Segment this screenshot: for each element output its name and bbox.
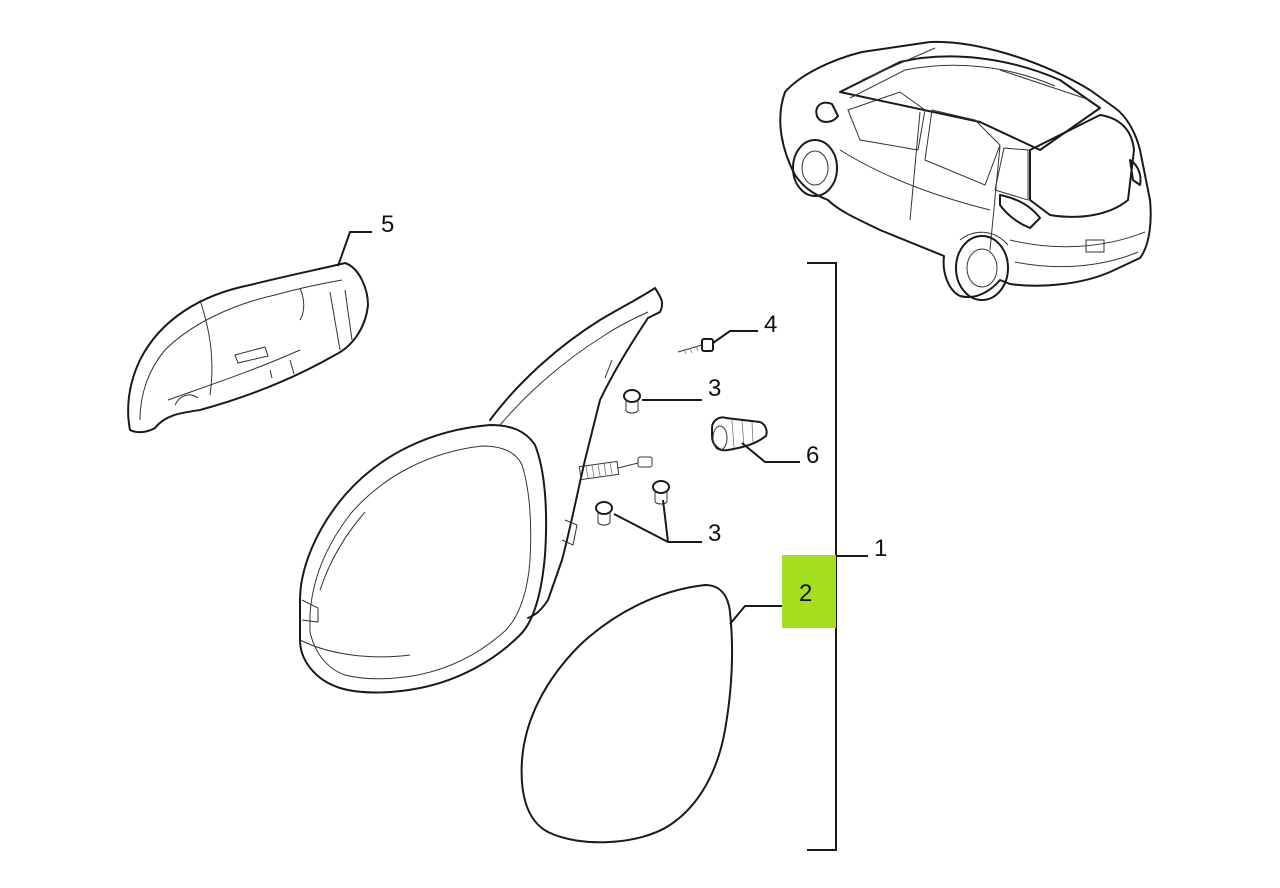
callout-1[interactable]: 1 [874, 535, 887, 562]
mirror-housing-part [299, 287, 664, 694]
mirror-glass-part [520, 584, 734, 844]
callout-4[interactable]: 4 [764, 311, 777, 338]
mirror-actuator [578, 456, 653, 481]
callout-3-top[interactable]: 3 [708, 375, 721, 402]
mirror-cover-part [127, 262, 369, 434]
car-illustration [779, 40, 1152, 301]
leader-5 [337, 231, 372, 267]
fastener-top [623, 389, 641, 414]
callout-6[interactable]: 6 [806, 442, 819, 469]
callout-2[interactable]: 2 [799, 580, 812, 607]
fastener-bottom-left [595, 501, 613, 526]
callout-3-bottom[interactable]: 3 [708, 520, 721, 547]
screw-part [677, 338, 714, 355]
leader-6 [741, 442, 800, 463]
callout-5[interactable]: 5 [381, 211, 394, 238]
leader-3-bottom [613, 499, 702, 543]
grommet-part [711, 416, 768, 452]
callout-2-highlight[interactable] [782, 555, 836, 628]
leader-4 [712, 330, 758, 344]
leader-2 [729, 605, 782, 625]
fastener-bottom-right [652, 480, 670, 505]
